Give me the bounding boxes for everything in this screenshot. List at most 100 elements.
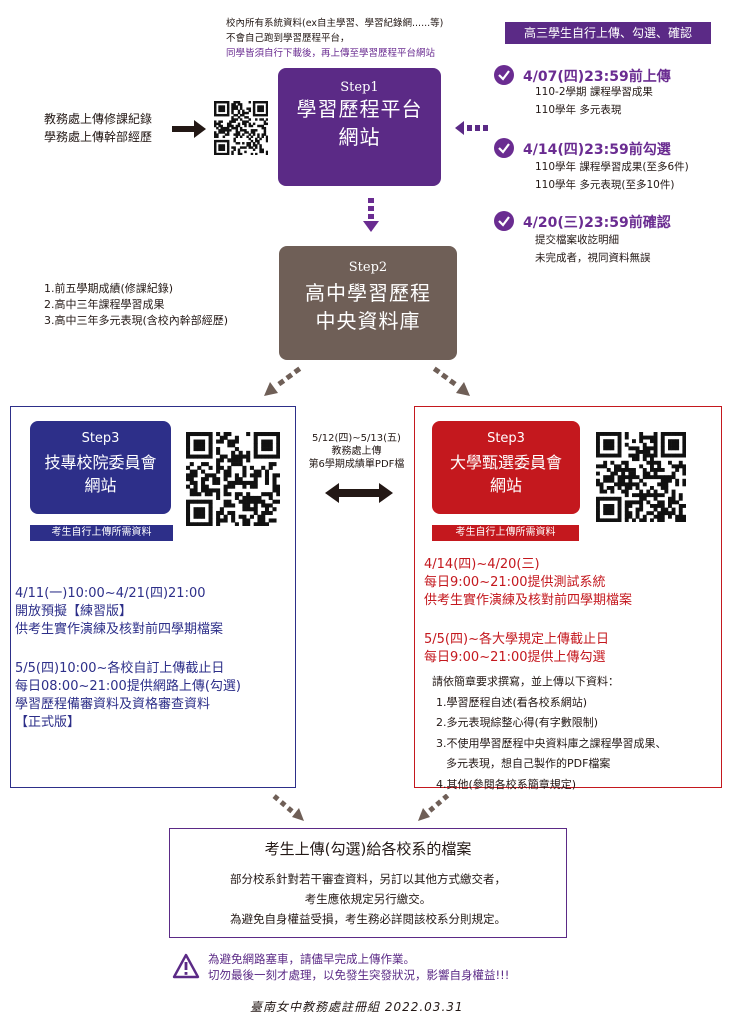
qr-module <box>660 450 665 454</box>
qr-module <box>186 432 191 437</box>
step1-title-line2: 網站 <box>338 125 381 149</box>
qr-module <box>208 435 213 440</box>
qr-module <box>244 124 247 128</box>
qr-module <box>186 447 191 452</box>
qr-module <box>675 446 680 451</box>
qr-module <box>208 454 213 459</box>
qr-module <box>237 152 241 155</box>
qr-module <box>239 105 243 108</box>
qr-module <box>660 442 665 447</box>
qr-module <box>227 510 232 516</box>
qr-module <box>253 454 258 459</box>
qr-module <box>246 454 251 459</box>
qr-module <box>234 458 239 463</box>
qr-module <box>268 447 273 452</box>
qr-module <box>668 446 672 451</box>
left-panel-line: 5/5(四)10:00~各校自訂上傳截止日 <box>15 661 225 676</box>
qr-module <box>246 492 251 497</box>
qr-module <box>264 439 270 444</box>
qr-module <box>252 133 256 136</box>
qr-module <box>250 139 254 143</box>
qr-module <box>222 148 226 151</box>
qr-module <box>635 453 640 458</box>
qr-module <box>231 116 234 119</box>
right-arrow-icon <box>172 120 206 138</box>
qr-module <box>653 468 658 472</box>
qr-module <box>242 503 247 508</box>
step3-tech-college-box[interactable]: Step3 技專校院委員會 網站 <box>30 421 171 514</box>
qr-module <box>197 510 202 516</box>
qr-module <box>227 484 232 489</box>
qr-module <box>603 496 608 501</box>
qr-module <box>216 133 219 136</box>
qr-module <box>617 446 622 451</box>
qr-module <box>664 432 669 436</box>
qr-module <box>632 446 636 451</box>
qr-module <box>223 503 228 508</box>
qr-module <box>668 442 672 447</box>
qr-module <box>596 450 600 454</box>
qr-module <box>255 129 258 132</box>
qr-module <box>268 495 273 500</box>
qr-module <box>599 453 604 458</box>
qr-module <box>255 118 258 121</box>
step3-university-box[interactable]: Step3 大學甄選委員會 網站 <box>432 421 580 514</box>
qr-code-university[interactable] <box>596 432 686 522</box>
qr-module <box>642 453 647 458</box>
qr-module <box>219 439 224 444</box>
qr-module <box>639 500 644 505</box>
qr-module <box>257 514 262 519</box>
qr-module <box>606 511 611 516</box>
step2-database-box: Step2 高中學習歷程 中央資料庫 <box>279 246 457 360</box>
checklist-item-upload: 4/07(四)23:59前上傳 110-2學期 課程學習成果 110學年 多元表… <box>493 65 723 126</box>
qr-module <box>227 432 232 437</box>
qr-module <box>220 124 223 128</box>
qr-module <box>261 150 264 154</box>
qr-module <box>219 518 224 523</box>
qr-module <box>216 462 221 467</box>
qr-module <box>242 142 245 145</box>
qr-module <box>261 510 266 516</box>
qr-module <box>632 475 636 480</box>
qr-module <box>628 475 633 480</box>
qr-module <box>617 500 622 505</box>
qr-module <box>682 432 686 436</box>
qr-module <box>204 522 209 526</box>
step1-platform-box[interactable]: Step1 學習歷程平台 網站 <box>278 68 441 186</box>
qr-module <box>222 101 226 104</box>
qr-module <box>224 139 228 143</box>
qr-module <box>657 500 662 505</box>
qr-module <box>610 486 615 490</box>
qr-module <box>650 468 654 472</box>
qr-module <box>216 488 221 493</box>
qr-module <box>264 503 270 508</box>
qr-code-step1[interactable] <box>214 101 268 155</box>
qr-module <box>603 511 608 516</box>
qr-module <box>263 133 267 136</box>
qr-module <box>642 496 647 501</box>
qr-module <box>639 435 644 440</box>
qr-module <box>599 518 604 522</box>
qr-module <box>204 488 209 493</box>
qr-module <box>671 464 676 469</box>
qr-module <box>249 495 254 500</box>
qr-module <box>223 484 228 489</box>
qr-module <box>660 486 665 490</box>
qr-module <box>208 499 213 504</box>
qr-module <box>259 107 262 110</box>
qr-module <box>606 504 611 508</box>
qr-module <box>235 142 239 145</box>
qr-code-tech-college[interactable] <box>186 432 280 526</box>
qr-module <box>628 504 633 508</box>
qr-module <box>660 482 665 487</box>
qr-module <box>678 493 683 498</box>
qr-module <box>660 514 665 519</box>
qr-module <box>614 453 618 458</box>
qr-module <box>635 507 640 512</box>
qr-module <box>233 133 236 136</box>
qr-module <box>231 103 234 106</box>
qr-module <box>606 496 611 501</box>
qr-module <box>272 477 277 482</box>
qr-module <box>264 469 270 474</box>
qr-module <box>239 129 243 132</box>
